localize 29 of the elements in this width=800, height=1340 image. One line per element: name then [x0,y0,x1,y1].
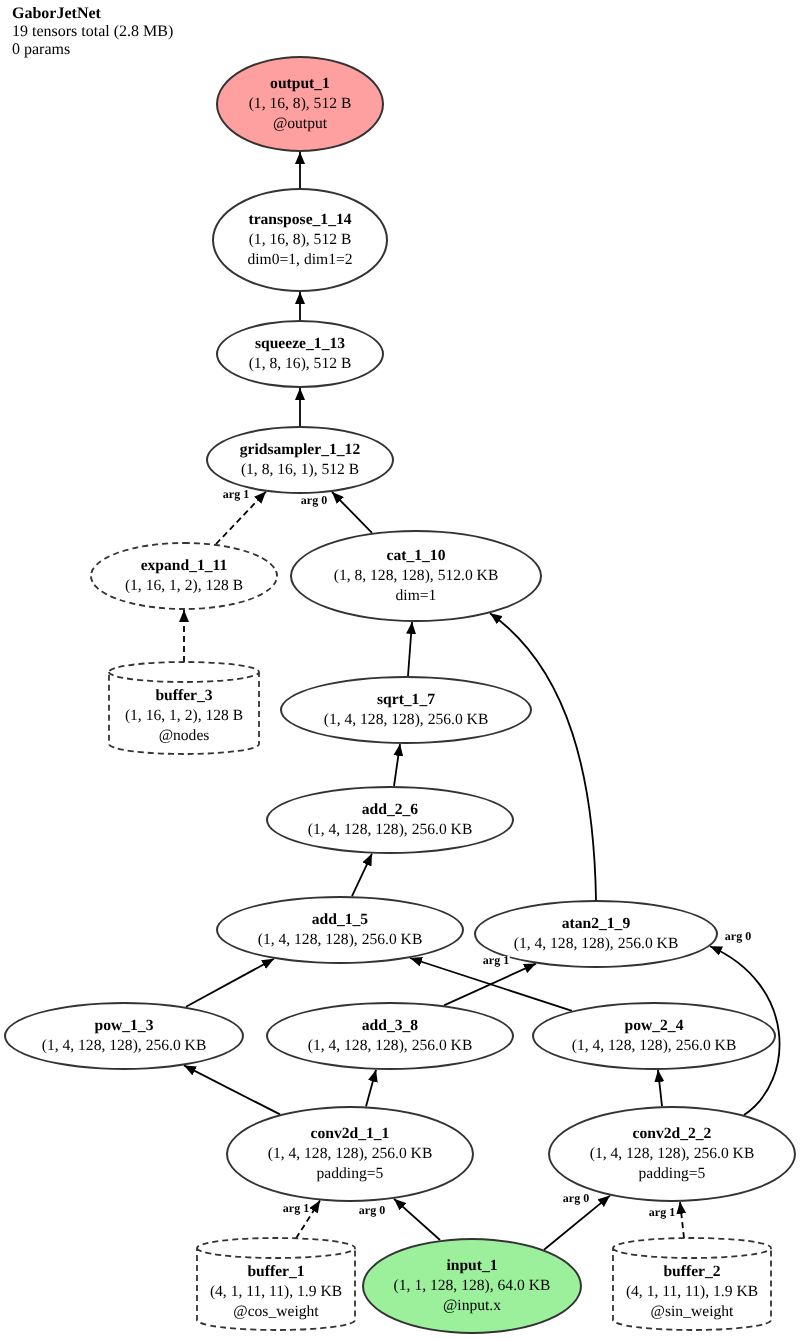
diagram-title: GaborJetNet [12,4,103,22]
dashed-arrow [215,490,267,545]
cylinder-node [196,1238,356,1330]
arrow [295,151,305,189]
arrow [185,957,275,1008]
arrow [295,291,305,321]
arrow [393,743,404,787]
cylinder-node [108,662,260,754]
arrow [331,491,373,534]
arrow [709,945,781,1116]
arrow [409,956,573,1012]
arrow [365,1068,378,1108]
arrow [543,1194,611,1251]
ellipse-node [362,1238,582,1334]
arrow [654,1069,665,1108]
arrow [351,852,373,898]
arrow [406,621,417,677]
arrow [183,1064,281,1116]
dashed-arrow [676,1200,687,1239]
dashed-arrow [295,1199,321,1240]
ellipse-node [532,1002,776,1070]
summary-text: 19 tensors total (2.8 MB) [12,22,174,40]
arrow [443,962,537,1007]
arrow [393,1197,441,1241]
cylinder-node [612,1238,772,1330]
summary-text: 0 params [12,40,73,58]
dashed-arrow [179,609,189,663]
arrow [295,387,305,427]
arrow [489,612,597,901]
